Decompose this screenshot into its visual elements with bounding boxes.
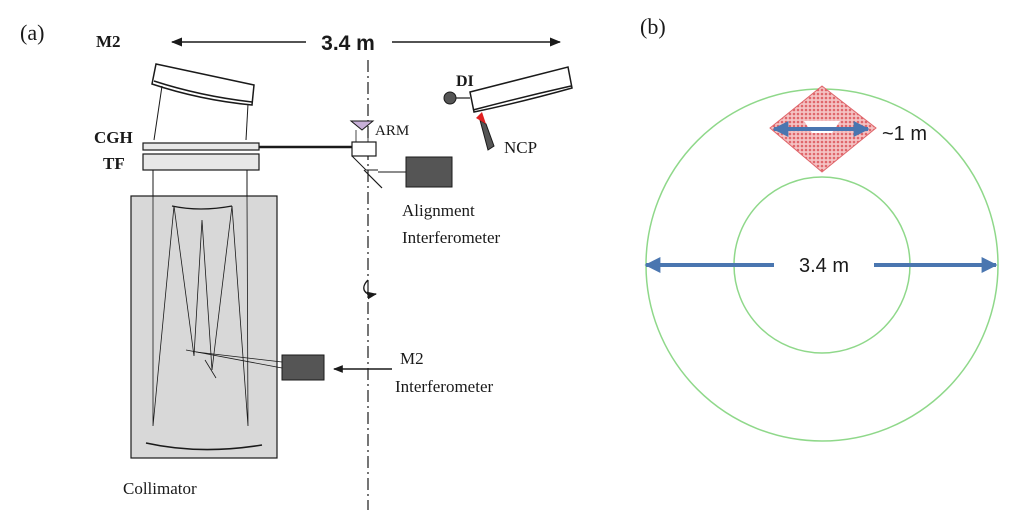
arm-fold [351, 155, 378, 171]
m2-interferometer-beam [195, 351, 283, 363]
mirror-segment-right-surface [472, 85, 572, 111]
collimator-secondary [171, 205, 233, 210]
arm-reflector [349, 120, 375, 131]
label-m2: M2 [96, 32, 121, 51]
cgh-plate [142, 142, 260, 151]
label-cgh: CGH [94, 128, 133, 147]
collimator-mirror [145, 442, 263, 451]
label-alignment-1: Alignment [402, 201, 475, 220]
ncp-probe [479, 118, 495, 151]
panel-a: (a) 3.4 m M2 CGH TF Collimator [20, 20, 573, 510]
large-span-label: 3.4 m [799, 255, 849, 277]
label-m2-interferometer-1: M2 [400, 349, 424, 368]
label-ncp: NCP [504, 138, 537, 157]
small-span-label: ~1 m [882, 123, 927, 145]
m2-interferometer-box [281, 354, 325, 381]
m2-mirror-surface [153, 80, 253, 103]
rotation-arrow-icon [363, 279, 377, 300]
m2-mirror-segment [151, 63, 255, 106]
label-alignment-2: Interferometer [402, 228, 500, 247]
fold-mirror [204, 359, 217, 379]
label-m2-interferometer-2: Interferometer [395, 377, 493, 396]
beam-line [153, 85, 163, 141]
di-sensor [443, 91, 457, 105]
label-collimator: Collimator [123, 479, 197, 498]
alignment-interferometer-box [405, 156, 453, 188]
span-label: 3.4 m [321, 32, 375, 55]
mirror-segment-right [469, 66, 573, 113]
tf-plate [142, 153, 260, 171]
label-tf: TF [103, 154, 125, 173]
collimator-ray-trace [152, 195, 249, 427]
collimator-box [130, 195, 278, 459]
panel-a-tag: (a) [20, 20, 44, 45]
arm-fold-mirror [363, 169, 383, 189]
ncp-tip [476, 112, 486, 124]
label-arm: ARM [375, 123, 409, 139]
panel-b-tag: (b) [640, 14, 666, 39]
beam-line [245, 103, 249, 141]
arm-housing [351, 141, 377, 157]
label-di: DI [456, 73, 474, 90]
panel-b: (b) ~1 m 3.4 m [640, 14, 999, 442]
